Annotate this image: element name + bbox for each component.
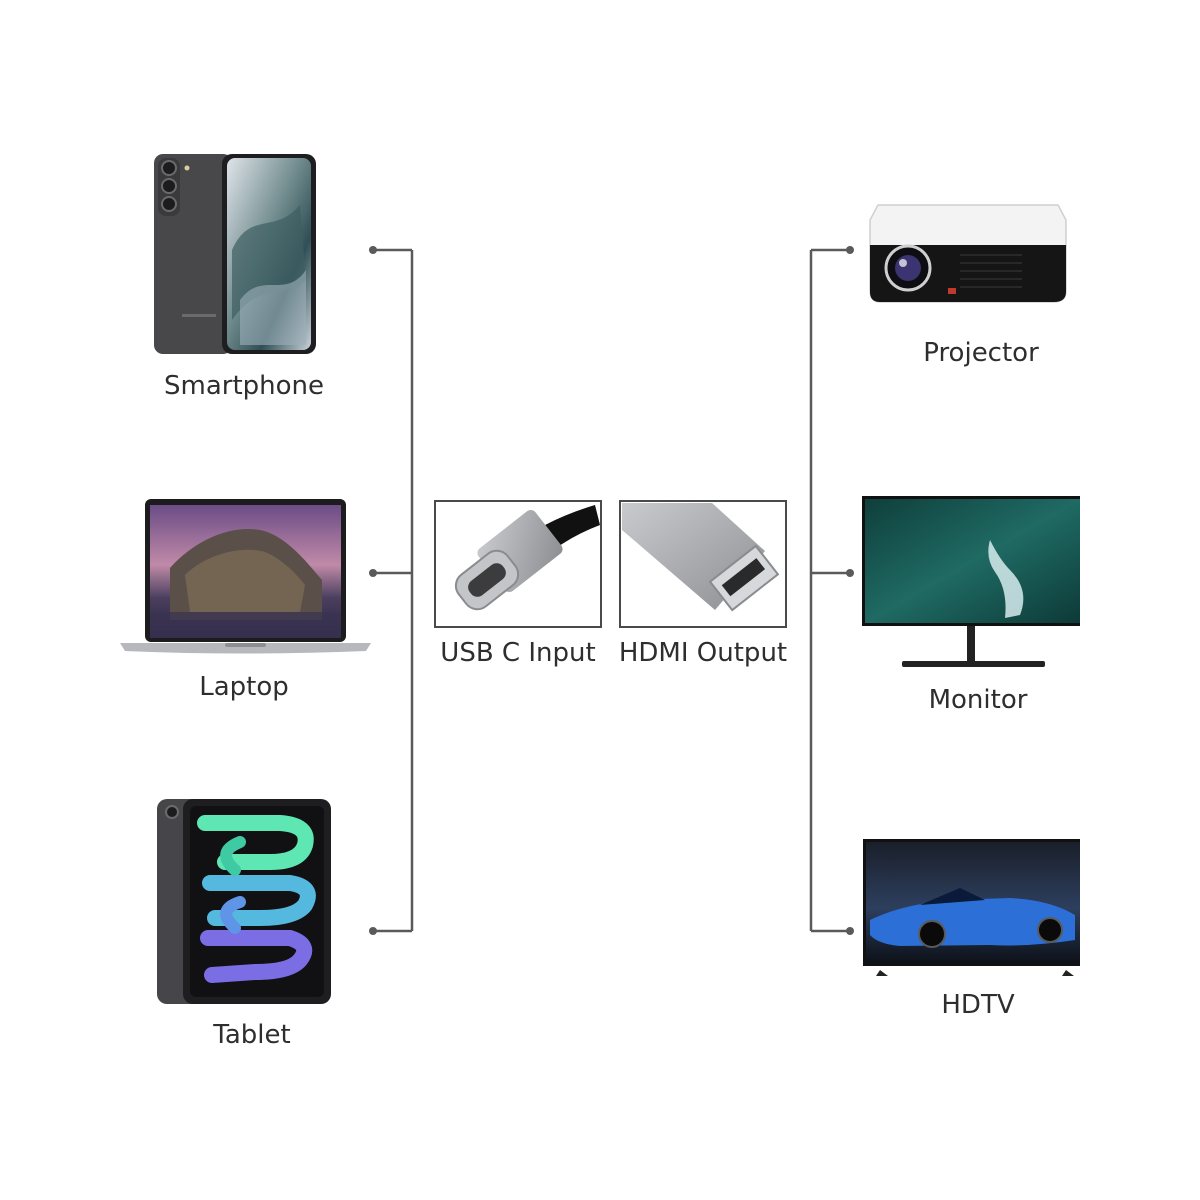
usb-c-input-label: USB C Input (440, 638, 595, 668)
output-connector-dots (846, 246, 854, 935)
source-connector-dots (369, 246, 377, 935)
tablet-icon (157, 799, 331, 1004)
projector-icon (869, 204, 1067, 303)
monitor-icon (862, 496, 1080, 667)
usb-c-connector-icon (434, 500, 602, 628)
laptop-icon (120, 499, 371, 654)
smartphone-icon (154, 154, 316, 354)
hdtv-icon (863, 839, 1080, 976)
tablet-label: Tablet (212, 1020, 290, 1050)
hdtv-label: HDTV (941, 990, 1014, 1020)
smartphone-label: Smartphone (164, 371, 324, 401)
projector-label: Projector (923, 338, 1039, 368)
hdmi-output-label: HDMI Output (619, 638, 787, 668)
output-connector-lines (809, 248, 850, 933)
laptop-label: Laptop (199, 672, 289, 702)
source-connector-lines (373, 248, 414, 933)
hdmi-connector-icon (619, 500, 787, 628)
monitor-label: Monitor (929, 685, 1028, 715)
